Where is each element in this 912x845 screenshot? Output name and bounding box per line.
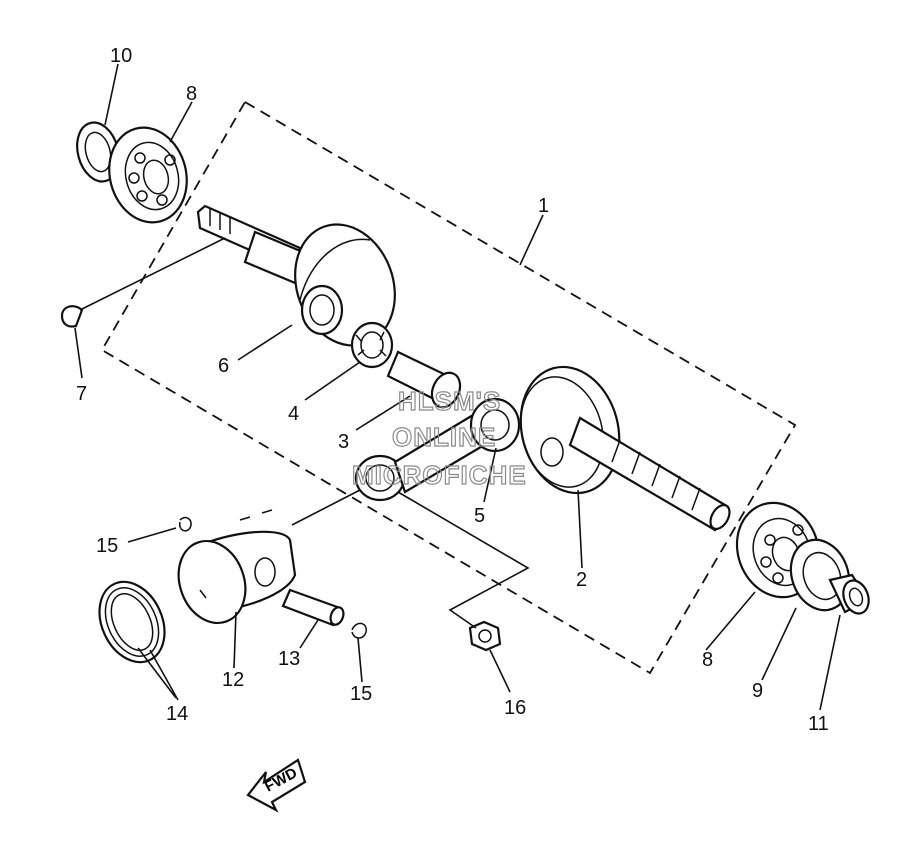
watermark-line-2: ONLINE [392, 422, 496, 452]
oil-seal-right [789, 538, 851, 612]
callout-10: 10 [110, 45, 132, 67]
connecting-rod [354, 397, 521, 502]
callout-3: 3 [338, 431, 349, 453]
crank-pin [386, 350, 462, 409]
callout-16: 16 [504, 697, 526, 719]
callout-8-right: 8 [702, 649, 713, 671]
callout-1: 1 [538, 195, 549, 217]
bearing-left [108, 126, 188, 224]
callout-numbers: 10 8 1 6 7 4 3 5 2 15 14 12 13 15 16 8 9… [76, 45, 829, 735]
circlip-right [351, 622, 367, 639]
callout-15-right: 15 [350, 683, 372, 705]
needle-bearing [350, 321, 394, 369]
callout-12: 12 [222, 669, 244, 691]
fwd-arrow [246, 758, 307, 813]
watermark: HLSM'S ONLINE MICROFICHE [351, 385, 527, 490]
crankshaft-right-half [519, 365, 731, 532]
collar [828, 573, 870, 615]
callout-11: 11 [808, 713, 829, 735]
callout-6: 6 [218, 355, 229, 377]
crankshaft-left-half [196, 204, 396, 347]
watermark-line-3: MICROFICHE [352, 460, 527, 490]
callout-9: 9 [752, 680, 763, 702]
callout-15-left: 15 [96, 535, 118, 557]
callout-13: 13 [278, 648, 300, 670]
callout-5: 5 [474, 505, 485, 527]
piston-pin [281, 588, 345, 627]
crankshaft-assembly-boundary [100, 100, 797, 675]
leader-lines [74, 63, 841, 711]
piston-rings [98, 580, 166, 664]
callout-14: 14 [166, 703, 188, 725]
nut [468, 620, 502, 652]
woodruff-key [60, 305, 84, 328]
callout-2: 2 [576, 569, 587, 591]
piston [177, 509, 297, 625]
watermark-line-1: HLSM'S [398, 386, 501, 416]
callout-4: 4 [288, 403, 299, 425]
callout-8-left: 8 [186, 83, 197, 105]
callout-7: 7 [76, 383, 87, 405]
circlip-left [178, 516, 192, 532]
